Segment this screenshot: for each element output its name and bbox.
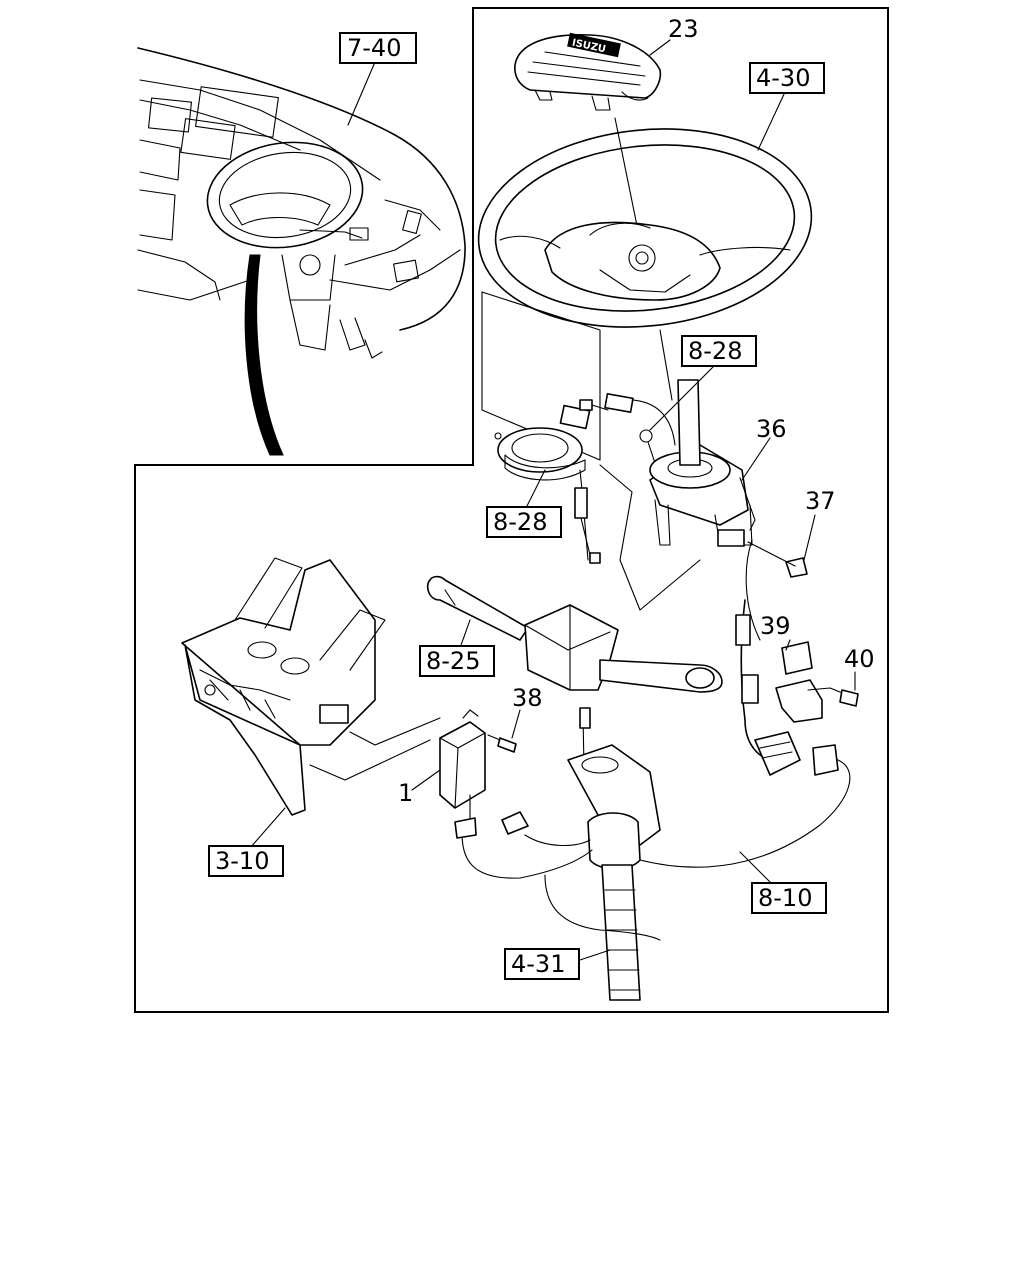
control-module — [439, 709, 517, 809]
ref-7-40: 7-40 — [339, 32, 417, 64]
wiring-harness — [454, 539, 851, 941]
dashboard-illustration — [137, 47, 466, 456]
leader-thick — [244, 254, 284, 456]
part-1-label: 1 — [398, 779, 413, 807]
part-37-label: 37 — [805, 487, 836, 515]
ref-4-30: 4-30 — [749, 62, 825, 94]
lower-column — [567, 744, 661, 1001]
ref-8-28-left: 8-28 — [486, 506, 562, 538]
cross-member-bracket — [181, 557, 441, 816]
horn-pad: ISUZU — [514, 32, 662, 111]
ref-4-31: 4-31 — [504, 948, 580, 980]
ref-8-28-top: 8-28 — [681, 335, 757, 367]
combination-switch — [426, 575, 723, 769]
ref-3-10-label: 3-10 — [215, 847, 269, 875]
ref-3-10: 3-10 — [208, 845, 284, 877]
ref-7-40-label: 7-40 — [347, 34, 401, 62]
leader-lines — [249, 39, 856, 961]
part-38-label: 38 — [512, 684, 543, 712]
steering-wheel — [477, 128, 813, 328]
relay-bracket — [747, 541, 859, 723]
column-housing — [649, 379, 756, 547]
clock-spring-assembly — [481, 291, 601, 564]
part-36-label: 36 — [756, 415, 787, 443]
part-callouts: 23 36 37 39 40 38 1 — [398, 15, 875, 807]
diagram-frame — [134, 7, 889, 1013]
part-40-label: 40 — [844, 645, 875, 673]
ref-8-28-left-label: 8-28 — [493, 508, 547, 536]
part-39-label: 39 — [760, 612, 791, 640]
ref-8-25: 8-25 — [419, 645, 495, 677]
ref-8-10-label: 8-10 — [758, 884, 812, 912]
ref-4-30-label: 4-30 — [756, 64, 810, 92]
part-23-label: 23 — [668, 15, 699, 43]
ref-4-31-label: 4-31 — [511, 950, 565, 978]
ref-8-10: 8-10 — [751, 882, 827, 914]
sensor-harness — [579, 393, 676, 467]
ref-8-28-top-label: 8-28 — [688, 337, 742, 365]
ref-8-25-label: 8-25 — [426, 647, 480, 675]
